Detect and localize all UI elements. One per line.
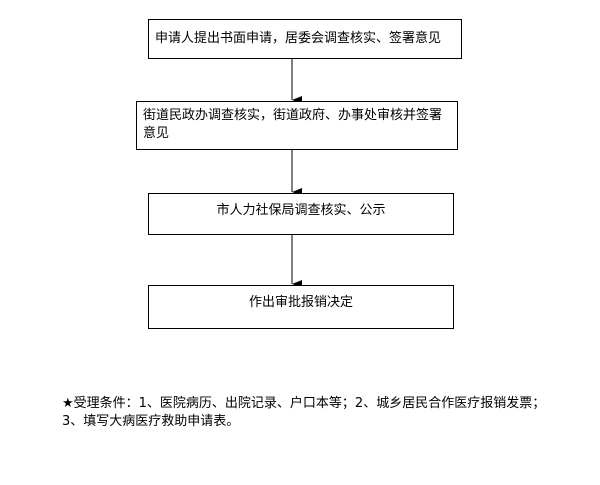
flow-step-4-text: 作出审批报销决定 bbox=[248, 295, 353, 310]
acceptance-conditions-text: ★受理条件：1、医院病历、出院记录、户口本等；2、城乡居民合作医疗报销发票；3、… bbox=[62, 396, 546, 429]
flow-step-2-text: 街道民政办调查核实，街道政府、办事处审核并签署意见 bbox=[143, 108, 443, 141]
flow-step-1: 申请人提出书面申请，居委会调查核实、签署意见 bbox=[148, 19, 462, 59]
flow-step-4: 作出审批报销决定 bbox=[148, 285, 454, 329]
acceptance-conditions-note: ★受理条件：1、医院病历、出院记录、户口本等；2、城乡居民合作医疗报销发票；3、… bbox=[62, 395, 562, 431]
flow-step-3-text: 市人力社保局调查核实、公示 bbox=[216, 203, 386, 218]
flow-step-1-text: 申请人提出书面申请，居委会调查核实、签署意见 bbox=[155, 31, 442, 46]
flow-step-3: 市人力社保局调查核实、公示 bbox=[148, 193, 454, 235]
flow-step-2: 街道民政办调查核实，街道政府、办事处审核并签署意见 bbox=[136, 101, 458, 150]
